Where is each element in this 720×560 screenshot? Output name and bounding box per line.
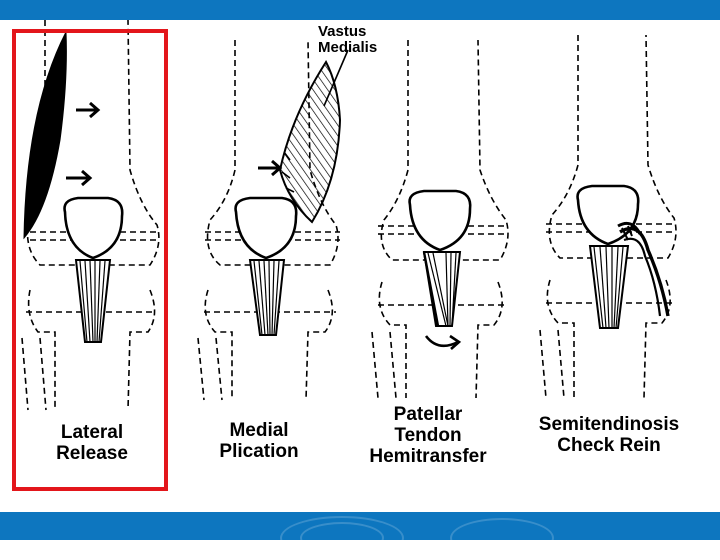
knee-procedures-diagram — [21, 20, 677, 411]
tendon-fibers — [253, 260, 280, 336]
panel-medial-plication-solid — [234, 49, 349, 336]
bottom-frame-bar — [0, 512, 720, 560]
vastus-medialis-muscle — [278, 60, 342, 224]
label-line: Lateral — [60, 422, 124, 443]
fibula-outline — [539, 329, 565, 399]
panel-label-patellar-tendon-hemitransfer: Patellar Tendon Hemitransfer — [352, 404, 504, 467]
fibula-outline — [21, 337, 47, 411]
decorative-swirl — [450, 518, 554, 558]
arrow-icon — [258, 159, 283, 177]
panel-label-lateral-release: Lateral Release — [40, 422, 144, 464]
panel-semitendinosis-check-rein-solid — [576, 184, 670, 329]
label-line: Plication — [219, 441, 299, 462]
patella — [234, 196, 298, 260]
patella — [576, 184, 640, 246]
tendon-fibers — [427, 252, 457, 327]
label-line: Check Rein — [557, 435, 661, 456]
vastus-pointer-line — [323, 49, 349, 107]
arrow-icon — [66, 169, 93, 187]
highlight-frame — [12, 29, 168, 491]
fibula-outline — [371, 331, 397, 399]
patellar-tendon — [74, 259, 112, 343]
patellar-tendon — [588, 245, 630, 329]
top-frame-bar — [0, 0, 720, 20]
label-line: Semitendinosis — [538, 414, 680, 435]
patella — [408, 189, 472, 252]
label-line: Release — [56, 443, 128, 464]
vastus-label-line: Vastus — [318, 23, 367, 40]
transferred-tendon-half — [422, 251, 440, 327]
panel-lateral-release-solid — [23, 30, 124, 343]
panel-label-semitendinosis-check-rein: Semitendinosis Check Rein — [520, 414, 698, 456]
vastus-label-line: Medialis — [318, 39, 378, 56]
label-line: Patellar — [393, 404, 463, 425]
femur-outline — [26, 20, 160, 266]
tibia-outline — [378, 281, 503, 399]
femur-outline — [548, 34, 677, 259]
tendon-fibers — [79, 260, 106, 343]
curved-arrow-icon — [424, 334, 462, 350]
tibia-outline — [546, 279, 671, 399]
tibia-outline — [204, 289, 334, 401]
panel-patellar-tendon-hemitransfer-solid — [408, 189, 472, 350]
semitendinosis-tendon-loop — [617, 221, 670, 317]
label-line: Medial — [229, 420, 289, 441]
vastus-medialis-label: Vastus Medialis — [318, 24, 377, 56]
decorative-swirl — [300, 522, 384, 554]
tendon-fibers — [593, 246, 624, 329]
tibia-outline — [27, 289, 156, 411]
panel-label-medial-plication: Medial Plication — [204, 420, 314, 462]
arrow-icon — [76, 101, 101, 119]
lateral-release-structure — [23, 30, 67, 240]
label-line: Hemitransfer — [369, 446, 487, 467]
fibula-outline — [197, 337, 223, 401]
label-line: Tendon — [394, 425, 462, 446]
patella — [63, 196, 124, 260]
suture-ticks — [281, 151, 295, 193]
